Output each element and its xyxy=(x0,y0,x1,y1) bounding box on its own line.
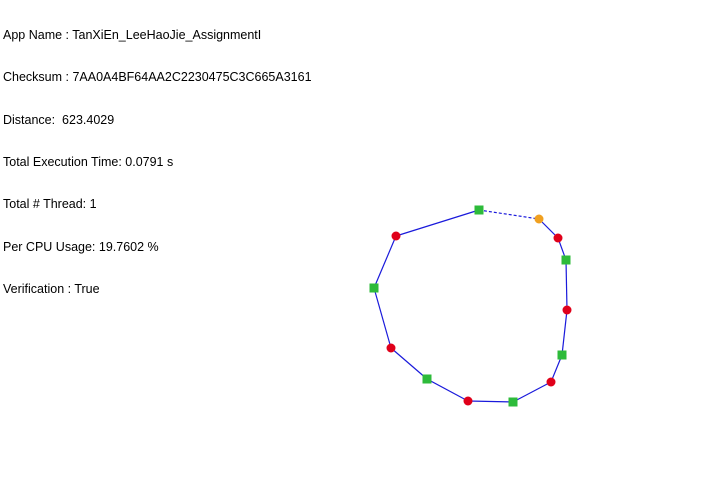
tour-edge xyxy=(467,400,514,403)
city-node xyxy=(546,377,556,387)
execution-time-text: Total Execution Time: 0.0791 s xyxy=(3,155,174,170)
city-node xyxy=(553,233,563,243)
checksum-text: Checksum : 7AA0A4BF64AA2C2230475C3C665A3… xyxy=(3,70,312,85)
tour-path xyxy=(373,209,568,403)
distance-text: Distance: 623.4029 xyxy=(3,112,115,127)
verification-text: Verification : True xyxy=(3,281,100,296)
return-edge xyxy=(478,209,540,220)
tour-edge xyxy=(561,309,568,356)
city-node xyxy=(391,231,401,241)
city-node xyxy=(386,343,396,353)
tour-edge xyxy=(426,378,469,402)
depot-node xyxy=(557,350,567,360)
tour-edge xyxy=(395,209,480,237)
tour-edge xyxy=(512,381,552,403)
depot-node xyxy=(369,283,379,293)
depot-node xyxy=(561,255,571,265)
tour-edge xyxy=(390,347,428,380)
tour-nodes xyxy=(369,205,572,407)
cpu-usage-text: Per CPU Usage: 19.7602 % xyxy=(3,239,159,254)
start-node xyxy=(534,214,544,224)
tour-edge xyxy=(373,287,392,349)
tour-edge xyxy=(373,235,397,289)
app-name-text: App Name : TanXiEn_LeeHaoJie_AssignmentI xyxy=(3,28,262,43)
thread-count-text: Total # Thread: 1 xyxy=(3,197,97,212)
city-node xyxy=(463,396,473,406)
depot-node xyxy=(422,374,432,384)
city-node xyxy=(562,305,572,315)
stats-panel: App Name : TanXiEn_LeeHaoJie_AssignmentI… xyxy=(3,0,312,310)
tour-edge xyxy=(565,259,568,311)
depot-node xyxy=(474,205,484,215)
depot-node xyxy=(508,397,518,407)
